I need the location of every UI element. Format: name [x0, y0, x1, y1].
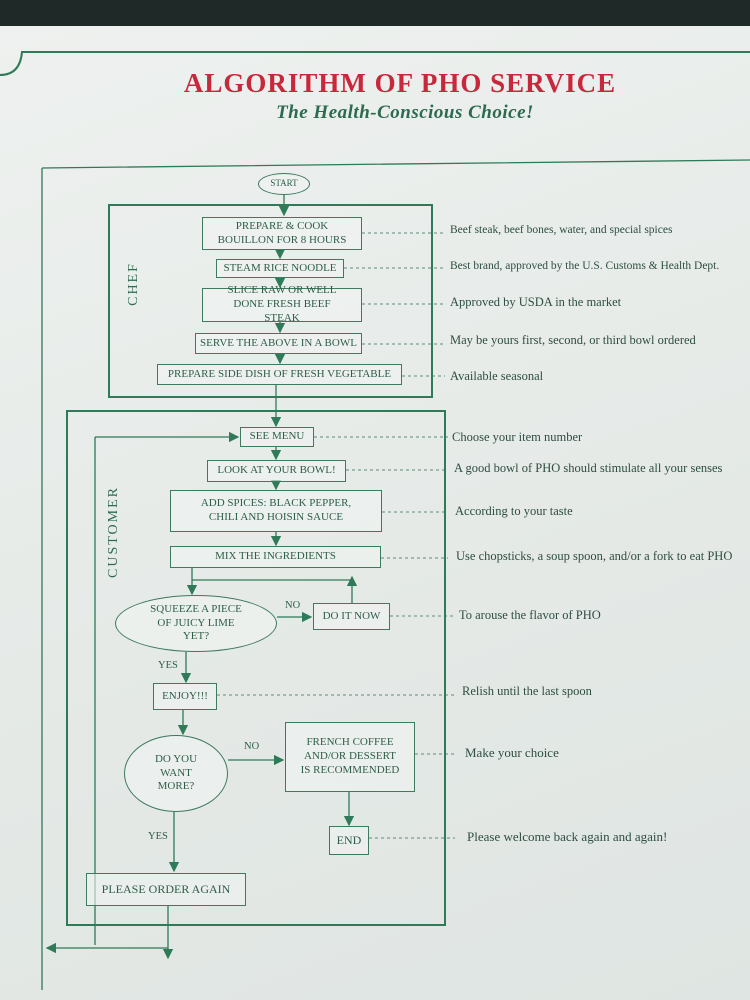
inner-frame [41, 159, 750, 990]
step-serve: SERVE THE ABOVE IN A BOWL [195, 333, 362, 354]
decision-lime: SQUEEZE A PIECE OF JUICY LIME YET? [115, 595, 277, 652]
step-see-menu: SEE MENU [240, 427, 314, 447]
chef-label: CHEF [125, 262, 141, 306]
step-mix: MIX THE INGREDIENTS [170, 546, 381, 568]
step-add-spices: ADD SPICES: BLACK PEPPER, CHILI AND HOIS… [170, 490, 382, 532]
note-noodle: Best brand, approved by the U.S. Customs… [450, 260, 720, 272]
step-look-bowl: LOOK AT YOUR BOWL! [207, 460, 346, 482]
note-look: A good bowl of PHO should stimulate all … [454, 461, 723, 475]
step-do-it-now: DO IT NOW [313, 603, 390, 630]
note-bouillon: Beef steak, beef bones, water, and speci… [450, 224, 673, 236]
page-subtitle: The Health-Conscious Choice! [276, 102, 534, 123]
note-spices: According to your taste [455, 504, 573, 518]
step-slice: SLICE RAW OR WELL DONE FRESH BEEF STEAK [202, 284, 362, 324]
step-side-dish: PREPARE SIDE DISH OF FRESH VEGETABLE [157, 364, 402, 385]
lime-yes-label: YES [158, 660, 178, 671]
customer-section [66, 410, 446, 926]
step-bouillon: PREPARE & COOK BOUILLON FOR 8 HOURS [202, 217, 362, 250]
note-side: Available seasonal [450, 369, 544, 383]
page-border [0, 51, 750, 76]
step-coffee-dessert: FRENCH COFFEE AND/OR DESSERT IS RECOMMEN… [285, 722, 415, 792]
note-serve: May be yours first, second, or third bow… [450, 333, 696, 347]
dark-background-strip [0, 0, 750, 28]
note-mix: Use chopsticks, a soup spoon, and/or a f… [456, 549, 733, 563]
start-node: START [258, 173, 310, 195]
more-no-label: NO [244, 741, 260, 752]
step-noodle: STEAM RICE NOODLE [216, 259, 344, 278]
step-order-again: PLEASE ORDER AGAIN [86, 873, 246, 906]
note-coffee: Make your choice [465, 745, 559, 760]
chef-section [108, 204, 433, 398]
end-node: END [329, 826, 369, 855]
note-lime: To arouse the flavor of PHO [459, 608, 601, 622]
customer-label: CUSTOMER [105, 486, 121, 578]
lime-no-label: NO [285, 600, 301, 611]
more-yes-label: YES [148, 831, 168, 842]
note-enjoy: Relish until the last spoon [462, 684, 592, 698]
note-slice: Approved by USDA in the market [450, 295, 622, 309]
note-end: Please welcome back again and again! [467, 829, 668, 844]
page-title: ALGORITHM OF PHO SERVICE [183, 68, 617, 98]
decision-more: DO YOU WANT MORE? [124, 735, 228, 812]
note-menu: Choose your item number [452, 430, 583, 444]
step-enjoy: ENJOY!!! [153, 683, 217, 710]
